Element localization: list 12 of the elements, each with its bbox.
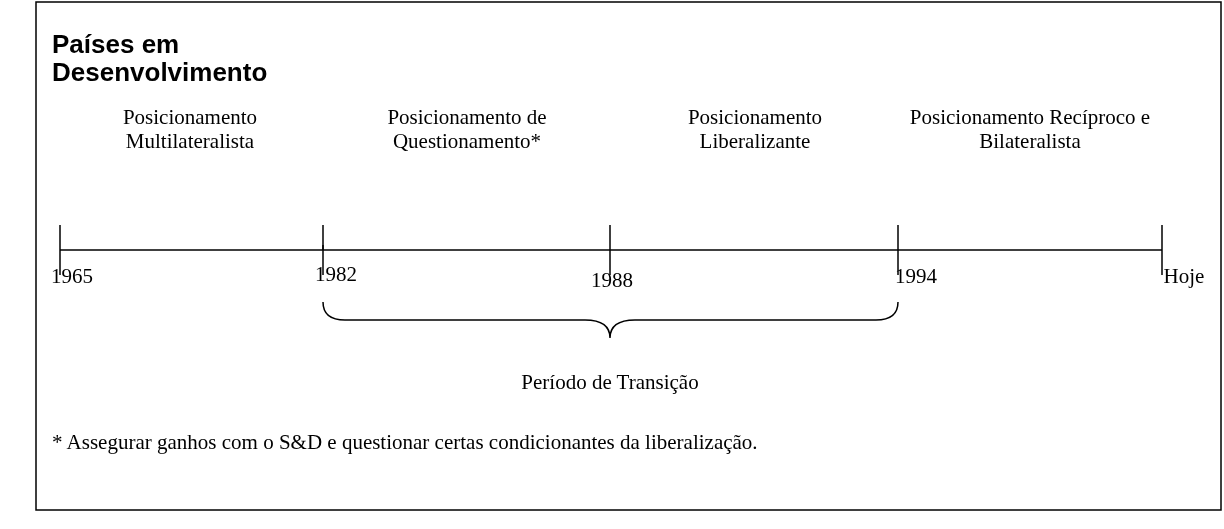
period-caption: Período de Transição bbox=[521, 370, 699, 394]
diagram-title: Países em Desenvolvimento bbox=[52, 30, 269, 86]
footnote: * Assegurar ganhos com o S&D e questionar certas condicionantes da liberalização. bbox=[52, 430, 758, 454]
year-label: Hoje bbox=[1163, 264, 1205, 288]
period-label: Posicionamento de Questionamento* bbox=[386, 105, 548, 153]
year-label: 1982 bbox=[315, 262, 357, 286]
period-label: Posicionamento Recíproco e Bilateralista bbox=[908, 105, 1152, 153]
year-label: 1965 bbox=[51, 264, 93, 288]
period-label: Posicionamento Liberalizante bbox=[686, 105, 824, 153]
period-label: Posicionamento Multilateralista bbox=[121, 105, 259, 153]
year-label: 1994 bbox=[895, 264, 937, 288]
year-label: 1988 bbox=[591, 268, 633, 292]
